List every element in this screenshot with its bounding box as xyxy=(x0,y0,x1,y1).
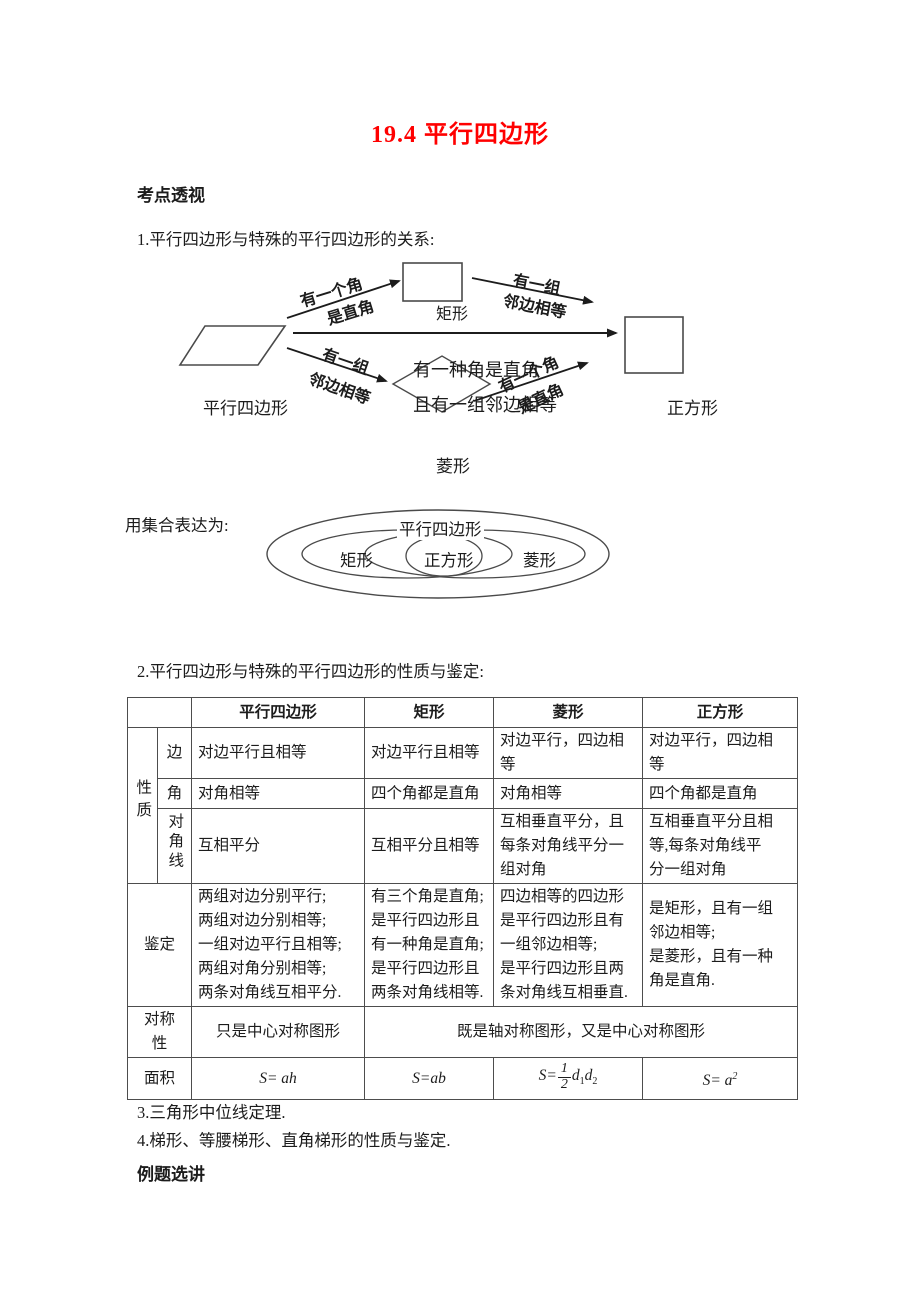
rhombus-label: 菱形 xyxy=(436,457,470,476)
rectangle-label: 矩形 xyxy=(436,306,469,323)
cell-angles-parallelogram: 对角相等 xyxy=(191,778,365,809)
cell-sides-square: 对边平行，四边相 等 xyxy=(642,727,798,779)
parallelogram-label: 平行四边形 xyxy=(203,399,288,418)
item-1-text: 1.平行四边形与特殊的平行四边形的关系: xyxy=(137,230,435,249)
cell-area-rectangle: S=ab xyxy=(364,1057,494,1100)
section-heading-examples: 例题选讲 xyxy=(137,1165,205,1184)
cell-area-parallelogram: S= ah xyxy=(191,1057,365,1100)
cell-sides-rhombus: 对边平行，四边相 等 xyxy=(493,727,643,779)
cell-angles-square: 四个角都是直角 xyxy=(642,778,798,809)
arrow-label-para-square-line1: 有一种角是直角 xyxy=(413,360,539,380)
table-row-identification: 鉴定 两组对边分别平行; 两组对边分别相等; 一组对边平行且相等; 两组对角分别… xyxy=(127,883,798,1007)
cell-diagonals-square: 互相垂直平分且相 等,每条对角线平 分一组对角 xyxy=(642,808,798,884)
cell-sides-rectangle: 对边平行且相等 xyxy=(364,727,494,779)
venn-right-label: 菱形 xyxy=(523,551,556,570)
arrow-parallelogram-to-rhombus xyxy=(286,347,388,383)
table-corner-cell xyxy=(127,697,192,728)
row-label-angles: 角 xyxy=(157,778,192,809)
cell-identification-parallelogram: 两组对边分别平行; 两组对边分别相等; 一组对边平行且相等; 两组对角分别相等;… xyxy=(191,883,365,1007)
arrow-parallelogram-to-rectangle xyxy=(286,279,401,319)
cell-sides-parallelogram: 对边平行且相等 xyxy=(191,727,365,779)
col-header-square: 正方形 xyxy=(642,697,798,728)
page-title: 19.4 平行四边形 xyxy=(371,122,549,148)
item-4-text: 4.梯形、等腰梯形、直角梯形的性质与鉴定. xyxy=(137,1131,451,1150)
row-label-diagonals: 对角线 xyxy=(157,808,192,884)
row-label-symmetry: 对称 性 xyxy=(127,1006,192,1058)
cell-diagonals-parallelogram: 互相平分 xyxy=(191,808,365,884)
cell-symmetry-parallelogram: 只是中心对称图形 xyxy=(191,1006,365,1058)
table-row-diagonals: 对角线 互相平分 互相平分且相等 互相垂直平分，且 每条对角线平分一 组对角 互… xyxy=(128,808,798,884)
row-label-area: 面积 xyxy=(127,1057,192,1100)
cell-area-square: S= a2 xyxy=(642,1057,798,1100)
venn-outer-ellipse xyxy=(266,509,610,599)
rectangle-shape xyxy=(402,262,463,302)
venn-outer-label: 平行四边形 xyxy=(397,516,484,540)
table-row-angles: 角 对角相等 四个角都是直角 对角相等 四个角都是直角 xyxy=(128,778,798,809)
item-2-text: 2.平行四边形与特殊的平行四边形的性质与鉴定: xyxy=(137,662,484,681)
rhombus-shape xyxy=(391,355,492,413)
parallelogram-shape xyxy=(178,325,287,366)
square-shape xyxy=(624,316,684,374)
cell-identification-rhombus: 四边相等的四边形 是平行四边形且有 一组邻边相等; 是平行四边形且两 条对角线互… xyxy=(493,883,643,1007)
col-header-parallelogram: 平行四边形 xyxy=(191,697,365,728)
arrow-rectangle-to-square xyxy=(471,277,594,305)
table-row-sides: 性质 边 对边平行且相等 对边平行且相等 对边平行，四边相 等 对边平行，四边相… xyxy=(127,727,798,884)
arrow-rhombus-to-square xyxy=(473,361,589,402)
cell-identification-rectangle: 有三个角是直角; 是平行四边形且 有一种角是直角; 是平行四边形且 两条对角线相… xyxy=(364,883,494,1007)
table-header-row: 平行四边形 矩形 菱形 正方形 xyxy=(127,697,798,728)
venn-center-label: 正方形 xyxy=(424,551,474,570)
properties-table: 平行四边形 矩形 菱形 正方形 性质 边 对边平行且相等 对边平行且相等 对边平… xyxy=(127,697,798,1100)
item-3-text: 3.三角形中位线定理. xyxy=(137,1103,286,1122)
col-header-rectangle: 矩形 xyxy=(364,697,494,728)
arrow-label-para-square-line2: 且有一组邻边相等 xyxy=(413,395,557,415)
square-label: 正方形 xyxy=(667,399,718,418)
row-label-sides: 边 xyxy=(157,727,192,779)
cell-symmetry-others: 既是轴对称图形，又是中心对称图形 xyxy=(364,1006,798,1058)
cell-identification-square: 是矩形，且有一组 邻边相等; 是菱形，且有一种 角是直角. xyxy=(642,883,798,1007)
cell-diagonals-rectangle: 互相平分且相等 xyxy=(364,808,494,884)
relationship-diagram xyxy=(178,262,684,413)
venn-left-label: 矩形 xyxy=(340,551,373,570)
section-heading-exam-points: 考点透视 xyxy=(137,186,205,205)
cell-diagonals-rhombus: 互相垂直平分，且 每条对角线平分一 组对角 xyxy=(493,808,643,884)
row-group-properties: 性质 xyxy=(127,727,158,884)
col-header-rhombus: 菱形 xyxy=(493,697,643,728)
venn-intro-text: 用集合表达为: xyxy=(125,516,229,535)
row-label-identification: 鉴定 xyxy=(127,883,192,1007)
cell-angles-rhombus: 对角相等 xyxy=(493,778,643,809)
table-row-symmetry: 对称 性 只是中心对称图形 既是轴对称图形，又是中心对称图形 xyxy=(127,1006,798,1058)
cell-angles-rectangle: 四个角都是直角 xyxy=(364,778,494,809)
